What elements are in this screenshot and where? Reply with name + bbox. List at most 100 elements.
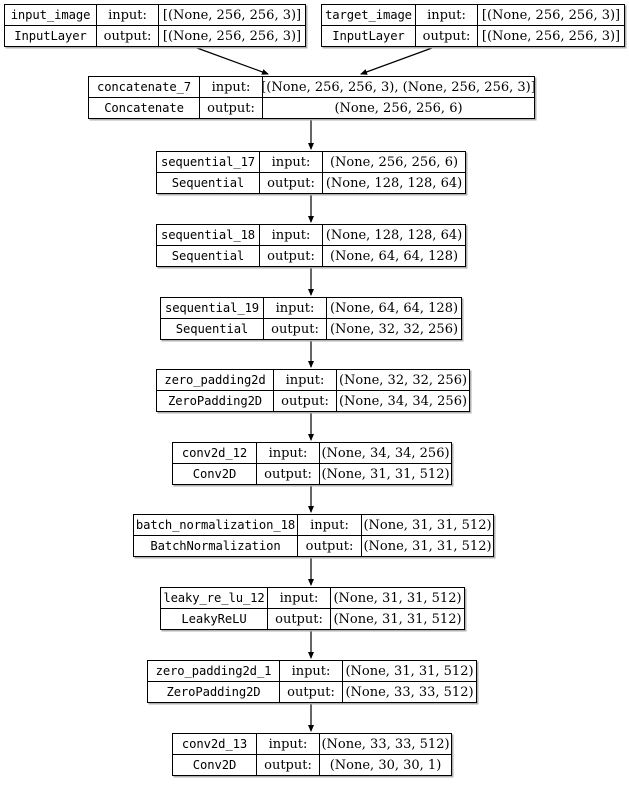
input-label: input:	[260, 225, 323, 245]
output-shape: (None, 30, 30, 1)	[329, 757, 442, 773]
layer-class: Sequential	[161, 319, 264, 339]
layer-name: sequential_18	[157, 225, 260, 245]
layer-class: InputLayer	[5, 26, 97, 46]
input-label: input:	[260, 152, 323, 172]
output-shape: (None, 34, 34, 256)	[338, 393, 468, 409]
output-label: output:	[257, 464, 320, 484]
input-label: input:	[257, 443, 320, 463]
layer-name: zero_padding2d_1	[148, 661, 280, 681]
input-shape: [(None, 256, 256, 3)]	[162, 7, 302, 23]
layer-name: concatenate_7	[89, 77, 200, 97]
layer-name: zero_padding2d	[157, 370, 274, 390]
edge-target_image-to-concatenate_7	[360, 47, 433, 75]
layer-name: leaky_re_lu_12	[161, 588, 268, 608]
input-shape: (None, 64, 64, 128)	[329, 300, 459, 316]
output-label: output:	[298, 536, 362, 556]
output-label: output:	[260, 246, 323, 266]
layer-class: Sequential	[157, 246, 260, 266]
output-shape: (None, 33, 33, 512)	[345, 684, 474, 700]
input-label: input:	[280, 661, 343, 681]
output-shape: (None, 31, 31, 512)	[333, 611, 462, 627]
output-label: output:	[264, 319, 327, 339]
input-label: input:	[200, 77, 263, 97]
layer-class: Concatenate	[89, 98, 200, 118]
layer-name: batch_normalization_18	[134, 515, 298, 535]
layer-name: sequential_17	[157, 152, 260, 172]
output-shape: (None, 31, 31, 512)	[321, 466, 450, 482]
layer-class: LeakyReLU	[161, 609, 268, 629]
output-shape: (None, 64, 64, 128)	[329, 248, 459, 264]
output-shape: (None, 128, 128, 64)	[325, 175, 463, 191]
input-label: input:	[416, 5, 478, 25]
input-shape: (None, 34, 34, 256)	[321, 445, 450, 461]
input-shape: (None, 31, 31, 512)	[363, 517, 492, 533]
input-label: input:	[264, 298, 327, 318]
output-label: output:	[97, 26, 159, 46]
layer-class: BatchNormalization	[134, 536, 298, 556]
layer-name: conv2d_13	[173, 734, 257, 754]
input-label: input:	[268, 588, 331, 608]
input-label: input:	[274, 370, 337, 390]
output-shape: (None, 256, 256, 6)	[334, 100, 463, 116]
input-shape: (None, 31, 31, 512)	[345, 663, 474, 679]
output-label: output:	[260, 173, 323, 193]
layer-name: target_image	[322, 5, 416, 25]
output-shape: [(None, 256, 256, 3)]	[481, 28, 621, 44]
layer-class: Sequential	[157, 173, 260, 193]
input-label: input:	[257, 734, 320, 754]
output-label: output:	[416, 26, 478, 46]
input-shape: (None, 128, 128, 64)	[325, 227, 463, 243]
input-shape: (None, 32, 32, 256)	[338, 372, 468, 388]
output-shape: (None, 31, 31, 512)	[363, 538, 492, 554]
input-shape: [(None, 256, 256, 3)]	[481, 7, 621, 23]
layer-class: ZeroPadding2D	[148, 682, 280, 702]
layer-name: input_image	[5, 5, 97, 25]
output-label: output:	[274, 391, 337, 411]
output-label: output:	[257, 755, 320, 775]
layer-class: InputLayer	[322, 26, 416, 46]
output-shape: (None, 32, 32, 256)	[329, 321, 459, 337]
input-shape: (None, 33, 33, 512)	[321, 736, 450, 752]
output-shape: [(None, 256, 256, 3)]	[162, 28, 302, 44]
input-label: input:	[298, 515, 362, 535]
layer-class: Conv2D	[173, 464, 257, 484]
layer-class: ZeroPadding2D	[157, 391, 274, 411]
layer-class: Conv2D	[173, 755, 257, 775]
layer-name: conv2d_12	[173, 443, 257, 463]
edge-input_image-to-concatenate_7	[196, 47, 269, 75]
